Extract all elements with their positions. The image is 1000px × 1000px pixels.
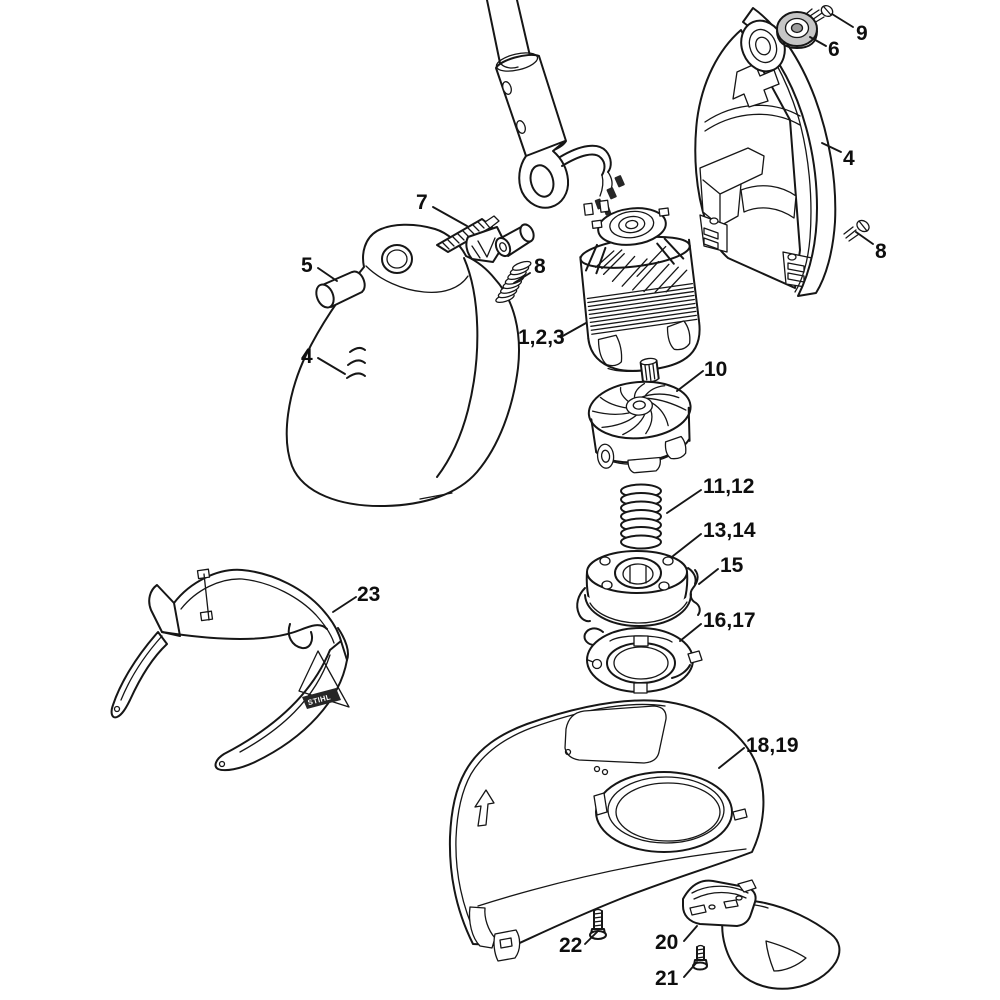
- blade-mount: [682, 879, 841, 990]
- safety-glasses: STIHL: [110, 568, 350, 772]
- callout-18-19: 18,19: [718, 734, 799, 769]
- callout-5: 5: [301, 254, 338, 282]
- pin-5: [315, 270, 366, 309]
- callout-1-2-3: 1,2,3: [518, 322, 587, 349]
- nose-bridge: [287, 623, 313, 650]
- housing-left: [285, 223, 520, 508]
- callout-6: 6: [809, 36, 840, 61]
- motor: [579, 199, 701, 383]
- callout-label: 21: [655, 967, 679, 990]
- callout-label: 22: [559, 934, 582, 957]
- cover-hook: [583, 627, 604, 646]
- callout-9: 9: [831, 13, 868, 45]
- wire-terminal: [606, 187, 617, 200]
- line-pigtail-right: [687, 567, 697, 585]
- brush-clip: [599, 199, 610, 213]
- spool-cover: [583, 627, 703, 694]
- wire-terminal: [614, 175, 625, 188]
- callouts: 9 6 4 8 7 8 5 4: [301, 13, 887, 990]
- callout-16-17: 16,17: [679, 609, 756, 642]
- callout-13-14: 13,14: [672, 519, 756, 557]
- callout-label: 4: [843, 147, 855, 170]
- callout-label: 11,12: [703, 475, 754, 498]
- callout-15: 15: [698, 554, 744, 585]
- callout-4-right: 4: [821, 142, 855, 170]
- arrow-icon: [474, 789, 495, 827]
- callout-10: 10: [676, 358, 727, 392]
- callout-label: 10: [704, 358, 727, 381]
- callout-label: 9: [856, 22, 868, 45]
- callout-23: 23: [332, 583, 380, 613]
- buffer-grommet-6: [776, 11, 818, 49]
- callout-8-right: 8: [855, 231, 887, 263]
- callout-label: 5: [301, 254, 313, 277]
- callout-21: 21: [655, 961, 698, 990]
- callout-label: 8: [875, 240, 887, 263]
- clamp: [682, 879, 757, 927]
- callout-11-12: 11,12: [666, 475, 754, 514]
- callout-label: 8: [534, 255, 546, 278]
- callout-label: 7: [416, 191, 428, 214]
- callout-label: 13,14: [703, 519, 756, 542]
- deflector-guard: [448, 699, 765, 962]
- temple-right: [214, 640, 348, 772]
- spool: [576, 550, 697, 627]
- callout-8-center: 8: [513, 255, 546, 284]
- brand-badge: [302, 688, 341, 709]
- ring-clip: [593, 792, 608, 816]
- spool-spring: [620, 483, 662, 550]
- trimmer-line: [689, 569, 701, 616]
- brush-clip: [583, 202, 594, 216]
- callout-label: 15: [720, 554, 744, 577]
- callout-label: 20: [655, 931, 678, 954]
- screw-8-right: [843, 219, 870, 242]
- callout-label: 18,19: [746, 734, 799, 757]
- callout-label: 23: [357, 583, 380, 606]
- callout-4-left: 4: [301, 345, 346, 375]
- callout-label: 4: [301, 345, 313, 368]
- wire: [559, 144, 612, 173]
- guard-foot: [493, 929, 521, 962]
- housing-right: [694, 7, 837, 297]
- callout-label: 16,17: [703, 609, 756, 632]
- spring-8: [495, 260, 532, 304]
- vent-slits: [346, 346, 366, 379]
- lens-panel: [148, 584, 181, 637]
- lever-7: [436, 215, 535, 263]
- drive-tube: [486, 0, 625, 216]
- callout-label: 6: [828, 38, 840, 61]
- line-pigtail-left: [576, 587, 591, 623]
- callout-22: 22: [559, 931, 598, 957]
- callout-label: 1,2,3: [518, 326, 565, 349]
- temple-left: [110, 631, 168, 719]
- fan-wheel: [587, 380, 692, 474]
- callout-20: 20: [655, 925, 698, 954]
- screw-21: [692, 944, 708, 971]
- screw-22: [589, 908, 607, 940]
- callout-7: 7: [416, 191, 468, 227]
